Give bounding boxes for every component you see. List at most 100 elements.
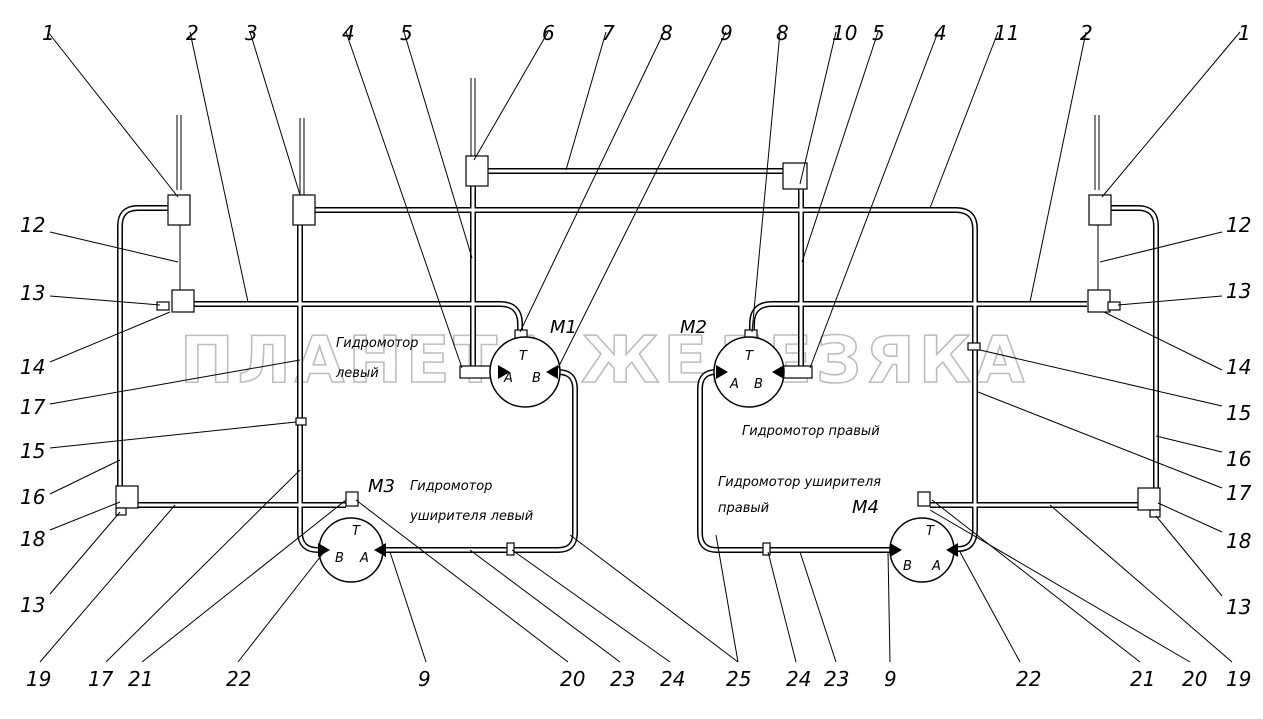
pipe-12 — [179, 215, 1099, 295]
pipe-segment-inner — [315, 208, 977, 551]
fittings — [115, 155, 1161, 556]
leader-line — [801, 31, 879, 263]
callout-number: 23 — [824, 667, 849, 691]
callout-number: 17 — [88, 667, 114, 691]
m4-label-line1: Гидромотор уширителя — [718, 475, 881, 490]
m3-port-a: A — [359, 551, 369, 566]
callout-number: 2 — [1080, 21, 1093, 45]
callout-number: 4 — [934, 21, 947, 45]
pipe-segment-inner — [190, 302, 522, 330]
leader-line — [1117, 295, 1223, 306]
supply-stubs — [176, 78, 1100, 200]
callout-number: 5 — [872, 21, 885, 45]
leader-line — [49, 295, 161, 306]
callout-number: 14 — [20, 355, 45, 379]
callout-number: 16 — [1226, 447, 1251, 471]
m1-label-line2: левый — [335, 366, 379, 381]
leader-line — [49, 231, 179, 263]
callout-number: 8 — [776, 21, 789, 45]
leader-line — [473, 31, 549, 161]
callout-number: 9 — [418, 667, 431, 691]
leader-line — [237, 551, 325, 663]
motor-m3: T B A — [318, 517, 386, 583]
callout-number: 17 — [20, 395, 46, 419]
pipe-segment-inner — [298, 225, 319, 552]
callout-number: 14 — [1226, 355, 1251, 379]
leader-line — [959, 551, 1021, 663]
leader-line — [105, 469, 301, 663]
leader-line — [189, 31, 249, 303]
m4-port-b: B — [903, 559, 912, 574]
callout-number: 11 — [994, 21, 1019, 45]
callout-number: 16 — [20, 485, 45, 509]
leader-line — [511, 549, 671, 663]
leader-line — [39, 504, 176, 663]
leader-line — [47, 31, 179, 198]
m2-label: Гидромотор правый — [742, 424, 880, 439]
callout-number: 13 — [20, 281, 45, 305]
callout-number: 3 — [245, 21, 258, 45]
m3-label-line2: уширителя левый — [409, 509, 533, 524]
m4-label-line2: правый — [718, 501, 769, 516]
leader-line — [389, 551, 427, 663]
leader-line — [767, 551, 797, 663]
leader-line — [49, 459, 121, 495]
pipe-segment-inner — [386, 370, 577, 552]
callout-number: 6 — [542, 21, 555, 45]
leader-line — [1103, 311, 1223, 371]
callout-number: 22 — [1016, 667, 1041, 691]
leader-line — [555, 31, 727, 373]
callout-number: 23 — [610, 667, 635, 691]
leader-line — [715, 534, 739, 663]
callout-number: 8 — [660, 21, 673, 45]
leader-line — [569, 534, 739, 663]
leader-line — [49, 311, 171, 363]
leader-line — [979, 349, 1223, 407]
pipe-segment-inner — [750, 302, 1087, 330]
leader-line — [141, 499, 347, 663]
callout-number: 18 — [1226, 529, 1251, 553]
callout-number: 24 — [660, 667, 685, 691]
leader-line — [931, 499, 1141, 663]
callout-number: 13 — [20, 593, 45, 617]
leader-line — [249, 31, 301, 196]
leader-line — [929, 509, 1191, 663]
m3-port-t: T — [352, 524, 361, 539]
leader-line — [49, 421, 297, 449]
m3-label-line1: Гидромотор — [410, 479, 492, 494]
pipe-segment-inner — [1110, 206, 1158, 501]
leader-line — [799, 31, 837, 185]
leader-line — [809, 31, 939, 369]
callout-number: 9 — [884, 667, 897, 691]
leader-line — [1099, 231, 1223, 263]
m1-designation: M1 — [550, 317, 577, 338]
leader-line — [469, 549, 621, 663]
m3-designation: M3 — [368, 476, 395, 497]
leader-line — [1157, 502, 1223, 533]
watermark: ПЛАНЕТА ЖЕЛЕЗЯКА — [180, 324, 1029, 398]
leader-line — [1155, 435, 1223, 453]
m2-port-a: A — [729, 377, 739, 392]
callout-number: 4 — [342, 21, 355, 45]
callout-number: 21 — [128, 667, 153, 691]
leader-line — [1049, 504, 1233, 663]
callout-number: 15 — [20, 439, 45, 463]
motor-m2: T A B — [713, 336, 785, 408]
m4-port-t: T — [926, 524, 935, 539]
callout-number: 21 — [1130, 667, 1155, 691]
leader-line — [799, 551, 837, 663]
m4-designation: M4 — [852, 497, 879, 518]
callout-number: 1 — [42, 21, 55, 45]
callout-number: 13 — [1226, 279, 1251, 303]
callout-number: 20 — [1182, 667, 1207, 691]
leader-line — [1155, 515, 1223, 597]
callout-number: 20 — [560, 667, 585, 691]
callout-number: 10 — [832, 21, 857, 45]
motor-m1: T A B — [489, 336, 561, 408]
callout-number: 24 — [786, 667, 811, 691]
m2-port-t: T — [745, 349, 754, 364]
callout-number: 19 — [1226, 667, 1251, 691]
callout-number: 7 — [602, 21, 615, 45]
